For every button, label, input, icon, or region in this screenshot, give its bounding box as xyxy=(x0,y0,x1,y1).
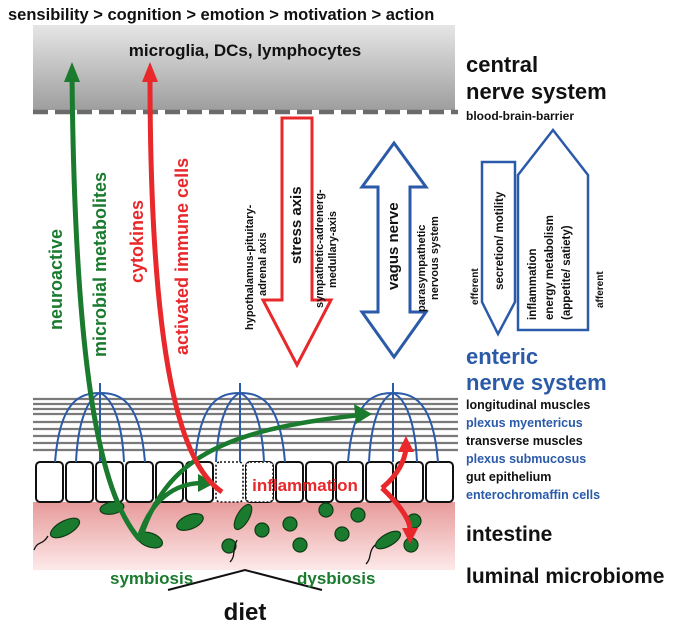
plexus-myentericus-label: plexus myentericus xyxy=(466,416,583,430)
muscle-layers xyxy=(33,397,458,452)
hpa-axis-line2: adrenal axis xyxy=(257,232,269,296)
microbial-metabolites-arrowhead xyxy=(64,62,80,82)
afferent-arrow xyxy=(516,127,590,332)
header-sequence: sensibility > cognition > emotion > moti… xyxy=(8,6,434,24)
stress-axis-arrow xyxy=(260,116,334,369)
neuroactive-label: neuroactive xyxy=(46,229,66,330)
afferent-text-line3: (appetite/ satiety) xyxy=(561,225,573,320)
bacteria xyxy=(49,501,422,554)
hpa-axis-line1: hypothalamus-pituitary- xyxy=(244,204,256,330)
inflammation-to-ens-arrowhead xyxy=(398,436,414,452)
symbiosis-to-ens-arrow xyxy=(137,412,361,541)
intestine-label: intestine xyxy=(466,523,552,546)
ens-title-line2: nerve system xyxy=(466,370,607,395)
symbiosis-label: symbiosis xyxy=(110,569,193,588)
microbial-metabolites-label: microbial metabolites xyxy=(90,172,110,357)
vagus-nerve-label: vagus nerve xyxy=(385,202,402,290)
diet-label: diet xyxy=(224,599,267,626)
inflammation-to-lumen-arrow xyxy=(380,486,413,531)
cns-cells-label: microglia, DCs, lymphocytes xyxy=(129,41,361,60)
transverse-muscles-label: transverse muscles xyxy=(466,434,583,448)
gut-epithelium-cells xyxy=(35,461,454,503)
cns-title-line1: central xyxy=(466,52,538,77)
symbiosis-to-epithelium-arrowhead xyxy=(198,474,215,492)
cytokines-label: cytokines xyxy=(127,200,147,283)
inflammation-to-lumen-arrowhead xyxy=(402,528,418,544)
luminal-microbiome-label: luminal microbiome xyxy=(466,565,664,588)
sam-axis-line2: medullary-axis xyxy=(327,211,339,288)
secretion-motility-label: secretion/ motility xyxy=(494,191,506,290)
dysbiosis-label: dysbiosis xyxy=(297,569,375,588)
symbiosis-to-ens-arrowhead xyxy=(354,404,372,424)
gut-epithelium-label: gut epithelium xyxy=(466,470,551,484)
enteric-plexus-networks xyxy=(54,383,439,463)
afferent-label: afferent xyxy=(595,271,606,308)
bacteria-flagella xyxy=(33,535,376,565)
sam-axis-line1: sympathetic-adrenerg- xyxy=(314,189,326,308)
diet-wedge xyxy=(167,568,323,591)
stress-axis-label: stress axis xyxy=(288,186,305,264)
vagus-nerve-arrow xyxy=(359,140,429,360)
activated-immune-cells-arrow xyxy=(147,74,224,495)
parasympathetic-line2: nervous system xyxy=(429,216,441,300)
parasympathetic-line1: parasympathetic xyxy=(416,225,428,312)
efferent-label: efferent xyxy=(470,268,481,305)
cns-band xyxy=(33,25,455,110)
blood-brain-barrier-label: blood-brain-barrier xyxy=(466,109,574,123)
microbial-metabolites-arrow xyxy=(69,74,142,542)
activated-immune-cells-arrowhead xyxy=(142,62,158,82)
activated-immune-cells-label: activated immune cells xyxy=(172,158,192,355)
efferent-arrow xyxy=(480,160,517,337)
inflammation-label: inflammation xyxy=(252,476,358,495)
longitudinal-muscles-label: longitudinal muscles xyxy=(466,398,590,412)
leaky-epithelium-cells xyxy=(215,461,274,503)
afferent-text-line1: inflammation xyxy=(527,248,539,320)
plexus-submucosus-label: plexus submucosus xyxy=(466,452,586,466)
afferent-text-line2: energy metabolism xyxy=(544,215,556,320)
ens-title-line1: enteric xyxy=(466,344,538,369)
cns-title-line2: nerve system xyxy=(466,79,607,104)
enterochromaffin-cells-label: enterochromaffin cells xyxy=(466,488,600,502)
